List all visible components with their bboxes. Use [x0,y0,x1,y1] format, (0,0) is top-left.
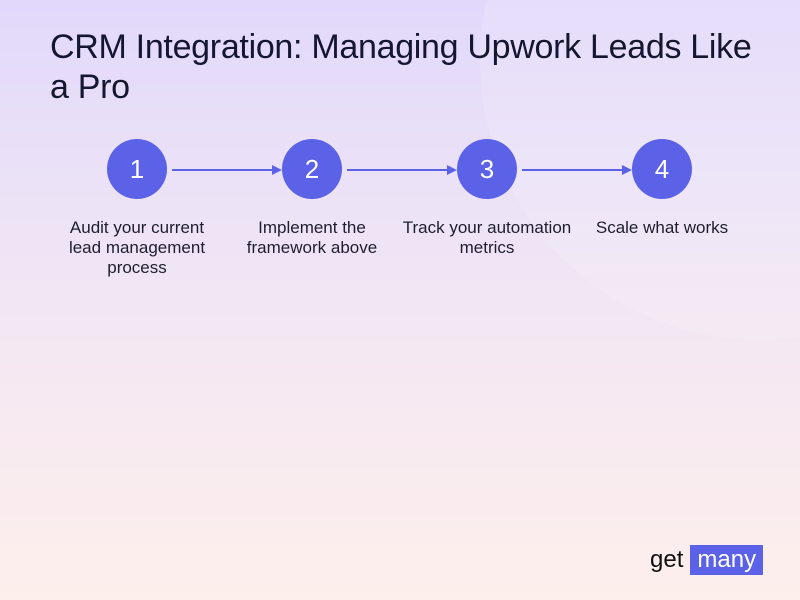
arrow-right-icon [172,165,282,175]
step-1-label: Audit your current lead management proce… [68,218,206,277]
step-3-label: Track your automation metrics [402,218,572,257]
page-title: CRM Integration: Managing Upwork Leads L… [50,28,752,106]
brand-logo: get many [650,545,764,575]
step-4-label: Scale what works [595,218,729,237]
step-4-circle: 4 [632,139,692,199]
step-2-circle: 2 [282,139,342,199]
arrow-right-icon [522,165,632,175]
logo-text-get: get [650,546,684,573]
step-1-circle: 1 [107,139,167,199]
step-3-circle: 3 [457,139,517,199]
step-2-label: Implement the framework above [246,218,378,257]
logo-text-many: many [690,545,764,575]
arrow-right-icon [347,165,457,175]
